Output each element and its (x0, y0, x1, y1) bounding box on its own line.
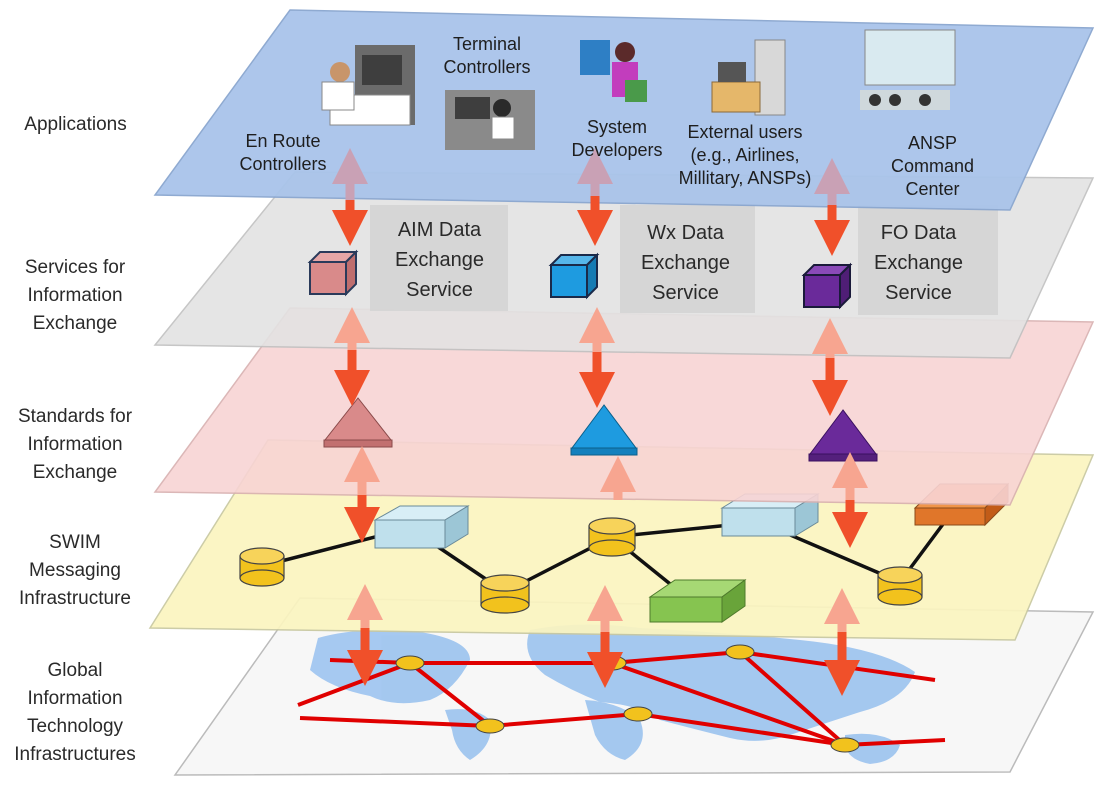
arrows-apps-services (332, 148, 850, 256)
user-label-external: External users (e.g., Airlines, Millitar… (678, 122, 812, 188)
service-label-fo: FO Data Exchange Service (874, 222, 963, 304)
user-label-system-dev: System Developers (571, 117, 663, 160)
user-label-en-route: En Route Controllers (239, 131, 327, 174)
user-label-ansp: ANSP Command Center (890, 133, 975, 199)
standard-triangle-wx (570, 404, 638, 456)
layer-label-swim: SWIM Messaging Infrastructure (19, 532, 131, 609)
en-route-controllers-figure (321, 45, 415, 126)
terminal-controllers-figure (445, 90, 535, 150)
ansp-command-center-figure (860, 29, 956, 110)
layer-label-applications: Applications (24, 114, 127, 135)
arrows-services-standards (334, 307, 848, 416)
service-panel-fo (858, 205, 998, 315)
service-label-wx: Wx Data Exchange Service (641, 222, 730, 304)
external-users-figure (711, 39, 786, 116)
service-cube-fo (801, 262, 853, 310)
service-cube-aim (307, 249, 359, 297)
swim-box-green (648, 579, 747, 623)
swim-box-blue-1 (373, 505, 470, 549)
arrows-standards-swim (344, 446, 868, 548)
layer-label-services: Services for Information Exchange (24, 257, 126, 334)
service-label-aim: AIM Data Exchange Service (395, 219, 484, 301)
user-label-terminal: Terminal Controllers (443, 34, 531, 77)
service-panel-aim (370, 205, 508, 311)
arrows-swim-global (347, 584, 860, 696)
layer-label-standards: Standards for Information Exchange (17, 406, 133, 483)
layer-label-global: Global Information Technology Infrastruc… (14, 660, 136, 765)
system-developers-figure (580, 40, 647, 102)
swim-db-nodes (239, 517, 923, 614)
service-cube-wx (548, 252, 600, 300)
service-panel-wx (620, 205, 755, 313)
